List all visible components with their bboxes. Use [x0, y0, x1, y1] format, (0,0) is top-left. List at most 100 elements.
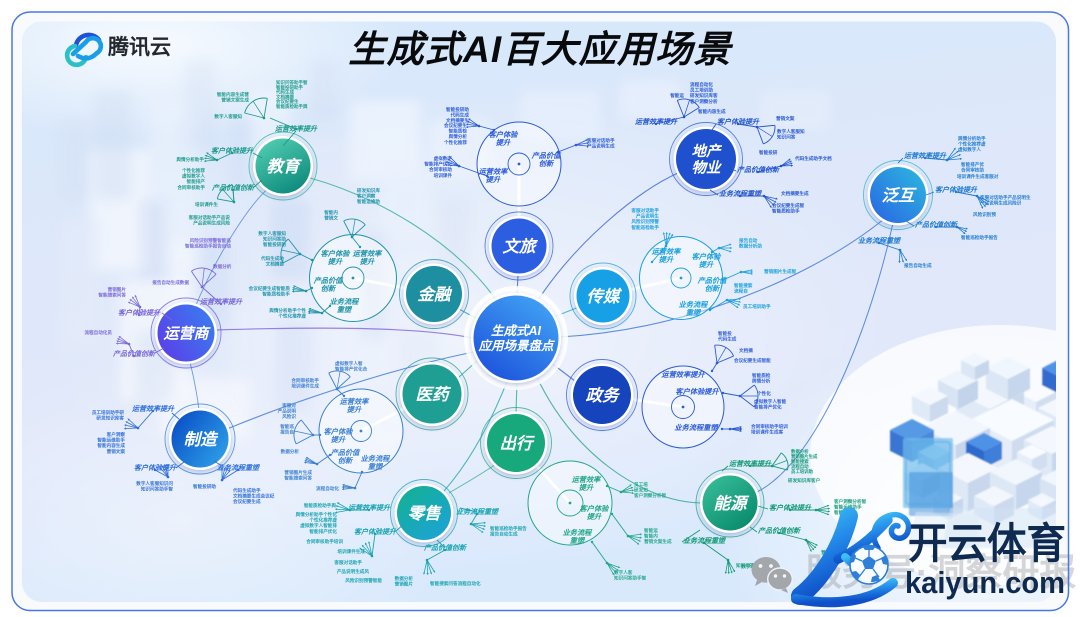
- svg-text:产品价值创新: 产品价值创新: [423, 543, 468, 552]
- svg-text:文旅: 文旅: [503, 237, 539, 256]
- svg-text:客服对话助手: 客服对话助手: [586, 137, 615, 144]
- svg-text:报告自动: 报告自动: [739, 237, 758, 244]
- svg-text:智能投研助: 智能投研助: [263, 241, 286, 248]
- svg-text:创新: 创新: [338, 456, 354, 465]
- svg-text:个性化推荐虚: 个性化推荐虚: [277, 313, 306, 320]
- svg-text:舆情分析: 舆情分析: [449, 133, 468, 140]
- svg-text:金融: 金融: [418, 285, 454, 304]
- svg-text:业务流程重塑: 业务流程重塑: [674, 423, 719, 432]
- svg-text:风险识别预警智能巡: 风险识别预警智能巡: [190, 237, 232, 244]
- svg-text:报告自: 报告自: [280, 429, 294, 436]
- svg-text:合同审核助手培训: 合同审核助手培训: [751, 423, 788, 430]
- svg-text:会议纪要生成: 会议纪要生成: [232, 498, 261, 505]
- svg-text:智能投: 智能投: [718, 330, 732, 337]
- svg-text:运营效率提升: 运营效率提升: [661, 370, 705, 379]
- svg-text:客户体验: 客户体验: [580, 504, 611, 513]
- svg-text:风险识: 风险识: [282, 413, 296, 420]
- svg-text:智能投研助手: 智能投研助手: [276, 84, 303, 91]
- svg-text:客服对话助手: 客服对话助手: [333, 559, 362, 566]
- svg-text:重塑: 重塑: [337, 305, 353, 314]
- svg-text:创新: 创新: [321, 284, 337, 293]
- svg-text:运营效率提升: 运营效率提升: [348, 503, 391, 512]
- svg-text:员工培训助手: 员工培训助手: [743, 303, 771, 310]
- svg-text:营销图片: 营销图片: [395, 581, 414, 588]
- svg-text:客户体验提升: 客户体验提升: [134, 463, 177, 472]
- svg-text:开云体育: 开云体育: [908, 520, 1066, 567]
- svg-text:代码生成: 代码生成: [717, 336, 737, 343]
- svg-text:产品说明生: 产品说明生: [636, 213, 659, 220]
- svg-text:智能投研助: 智能投研助: [446, 106, 469, 113]
- svg-text:数字人客服知: 数字人客服知: [214, 113, 242, 120]
- svg-text:智能搜索: 智能搜索: [791, 458, 809, 465]
- svg-text:重塑: 重塑: [368, 462, 384, 471]
- svg-text:研发知识库客户: 研发知识库客户: [788, 477, 820, 484]
- svg-text:智能搜索问答: 智能搜索问答: [284, 475, 312, 482]
- svg-text:客户体验提升: 客户体验提升: [675, 387, 719, 396]
- svg-text:智能排产优化: 智能排产优化: [754, 404, 782, 411]
- svg-text:流程自动化: 流程自动化: [316, 485, 339, 492]
- svg-text:员工培训助手研: 员工培训助手研: [92, 409, 125, 416]
- svg-text:数据分析: 数据分析: [281, 448, 300, 455]
- svg-text:智能质检: 智能质检: [449, 128, 468, 135]
- svg-text:文档摘要生成会议纪: 文档摘要生成会议纪: [233, 493, 275, 500]
- svg-text:智能运: 智能运: [644, 527, 658, 534]
- svg-text:运营效率: 运营效率: [572, 475, 603, 484]
- svg-text:营销文: 营销文: [324, 215, 338, 222]
- svg-text:运营效率提升: 运营效率提升: [904, 151, 947, 160]
- svg-text:产品说明生成风: 产品说明生成风: [337, 568, 370, 575]
- svg-text:提升: 提升: [347, 405, 362, 414]
- svg-text:客服对话助手产品说明生: 客服对话助手产品说明生: [979, 194, 1031, 201]
- svg-text:营销图片生成智: 营销图片生成智: [764, 268, 797, 275]
- svg-text:虚拟数字: 虚拟数字: [434, 155, 453, 162]
- svg-text:流程自: 流程自: [734, 288, 748, 295]
- svg-text:提升: 提升: [328, 257, 343, 266]
- svg-text:研发知识库: 研发知识库: [357, 187, 380, 194]
- svg-text:营销文案: 营销文案: [776, 115, 795, 122]
- svg-text:客服对话助手: 客服对话助手: [630, 207, 659, 214]
- svg-text:风险识别预警: 风险识别预警: [631, 218, 659, 225]
- svg-text:舆情分析助手: 舆情分析助手: [958, 135, 986, 142]
- svg-text:营销图片: 营销图片: [108, 286, 127, 293]
- svg-text:个性化推荐: 个性化推荐: [181, 167, 205, 174]
- svg-text:智能排产优化: 智能排产优化: [309, 528, 337, 535]
- svg-text:智能巡: 智能巡: [280, 423, 294, 430]
- svg-text:客户体验提升: 客户体验提升: [769, 503, 812, 512]
- svg-text:营销文案生成: 营销文案生成: [644, 538, 672, 545]
- svg-text:智能排产优: 智能排产优: [961, 161, 984, 168]
- svg-text:员工培训助: 员工培训助: [690, 87, 713, 94]
- svg-text:合同审核助: 合同审核助: [961, 167, 984, 174]
- svg-text:客服对: 客服对: [281, 402, 296, 409]
- svg-text:运营效率: 运营效率: [479, 167, 510, 176]
- svg-text:客户体验: 客户体验: [324, 427, 355, 436]
- svg-text:客户洞察分析智: 客户洞察分析智: [833, 498, 867, 505]
- svg-text:数字人客服知: 数字人客服知: [258, 230, 286, 237]
- svg-text:智能内容生成: 智能内容生成: [97, 442, 125, 449]
- svg-text:员工培: 员工培: [634, 481, 648, 488]
- svg-text:智能运: 智能运: [670, 92, 684, 99]
- svg-text:报告自动生成数据: 报告自动生成数据: [152, 279, 189, 286]
- svg-text:智能内容生成营: 智能内容生成营: [217, 91, 250, 98]
- svg-text:智能内: 智能内: [644, 533, 658, 540]
- svg-text:生成式AI: 生成式AI: [491, 324, 542, 338]
- svg-text:虚拟数字人智能: 虚拟数字人智能: [754, 398, 787, 405]
- svg-text:应用场景盘点: 应用场景盘点: [477, 339, 555, 353]
- svg-text:业务流程重塑: 业务流程重塑: [217, 463, 260, 472]
- svg-text:报告自动生成: 报告自动生成: [490, 531, 518, 538]
- svg-text:数据分析助: 数据分析助: [739, 243, 762, 250]
- svg-text:政务: 政务: [586, 386, 622, 405]
- svg-text:文档摘: 文档摘: [739, 347, 753, 354]
- svg-text:客户洞察分析智: 客户洞察分析智: [633, 492, 667, 499]
- svg-text:kaiyun.com: kaiyun.com: [905, 565, 1065, 600]
- svg-text:舆情分析助手个性: 舆情分析助手个性: [269, 307, 306, 314]
- svg-text:运营商: 运营商: [163, 324, 211, 342]
- svg-text:传媒: 传媒: [587, 287, 624, 306]
- svg-text:知识问答: 知识问答: [777, 134, 796, 141]
- svg-text:研发知识库客: 研发知识库客: [690, 92, 718, 99]
- svg-text:代码生成助: 代码生成助: [260, 255, 284, 262]
- svg-text:产品说明: 产品说明: [278, 408, 297, 415]
- svg-text:客户体验提升: 客户体验提升: [717, 117, 760, 126]
- svg-text:腾讯云: 腾讯云: [108, 35, 171, 59]
- svg-text:流程自动化员: 流程自动化员: [84, 329, 112, 336]
- svg-text:运营效率提升: 运营效率提升: [132, 404, 175, 413]
- svg-text:业务流程重塑: 业务流程重塑: [456, 507, 499, 516]
